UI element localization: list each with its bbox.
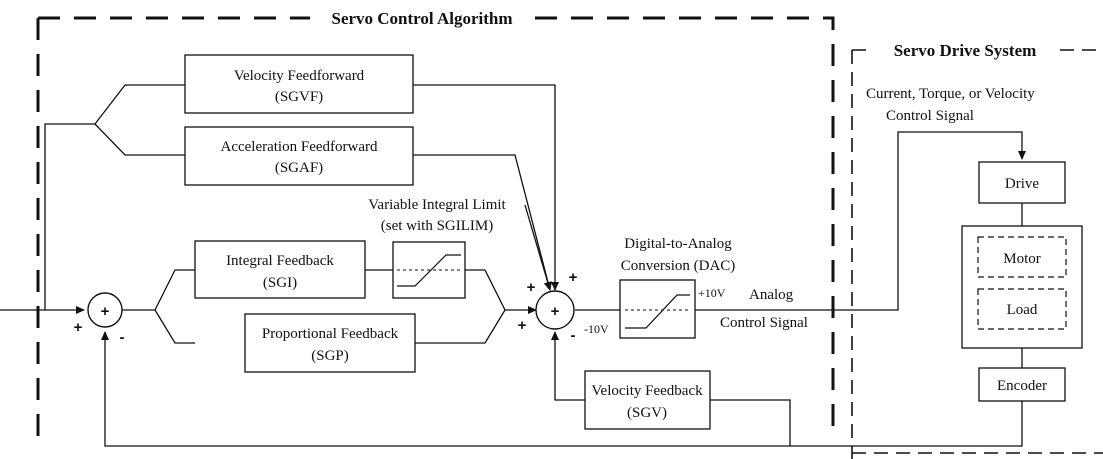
sum1-plus-sign: + [74, 319, 83, 336]
sum2-plus-sign-c: + [518, 317, 527, 334]
sum-symbol: + [551, 303, 560, 320]
encoder-block: Encoder [978, 367, 1066, 402]
control-signal-label: Control Signal [720, 315, 808, 331]
integral-feedback-block: Integral Feedback (SGI) [194, 240, 366, 299]
control-signal-note-line2: Control Signal [886, 108, 974, 124]
dac-label: Digital-to-Analog [624, 236, 732, 252]
sum2-minus-sign: - [571, 327, 576, 344]
variable-integral-limit-setting: (set with SGILIM) [381, 218, 494, 234]
sum2-plus-sign-a: + [527, 279, 536, 296]
servo-control-algorithm-title: Servo Control Algorithm [331, 9, 512, 28]
velocity-feedforward-block: Velocity Feedforward (SGVF) [184, 54, 414, 114]
velocity-feedback-code: (SGV) [627, 405, 667, 421]
load-label: Load [1007, 302, 1038, 318]
control-signal-note: Current, Torque, or Velocity [866, 86, 1035, 102]
sum2-plus-sign-b: + [569, 269, 578, 286]
drive-block: Drive [978, 161, 1066, 204]
dac-conversion-label: Conversion (DAC) [621, 258, 736, 274]
summing-junction-1: + [87, 292, 123, 328]
motor-load-housing: Motor Load [961, 225, 1083, 349]
variable-integral-limit: Variable Integral Limit (set with SGILIM… [368, 197, 507, 299]
servo-control-algorithm-frame: Servo Control Algorithm [36, 6, 835, 450]
velocity-feedback-label: Velocity Feedback [591, 383, 703, 399]
integral-feedback-code: (SGI) [263, 275, 297, 291]
acceleration-feedforward-code: (SGAF) [275, 160, 323, 176]
velocity-feedback-block: Velocity Feedback (SGV) [584, 370, 711, 430]
acceleration-feedforward-block: Acceleration Feedforward (SGAF) [184, 126, 414, 186]
velocity-feedforward-label: Velocity Feedforward [234, 68, 365, 84]
servo-drive-system-frame: Servo Drive System [851, 41, 1103, 459]
servo-drive-system-title: Servo Drive System [894, 41, 1037, 60]
sum1-minus-sign: - [120, 329, 125, 346]
proportional-feedback-code: (SGP) [311, 348, 349, 364]
integral-feedback-label: Integral Feedback [226, 253, 334, 269]
sum-symbol: + [101, 303, 110, 320]
acceleration-feedforward-label: Acceleration Feedforward [220, 139, 378, 155]
proportional-feedback-block: Proportional Feedback (SGP) [244, 313, 416, 373]
signal-wires [0, 84, 1026, 447]
dac-minus-10v: -10V [584, 322, 609, 336]
velocity-feedforward-code: (SGVF) [275, 89, 323, 105]
motor-label: Motor [1003, 251, 1041, 267]
drive-label: Drive [1005, 176, 1039, 192]
proportional-feedback-label: Proportional Feedback [262, 326, 399, 342]
summing-junction-2: + [535, 290, 575, 330]
dac-block: Digital-to-Analog Conversion (DAC) +10V … [584, 236, 736, 339]
analog-label: Analog [749, 287, 794, 303]
variable-integral-limit-label: Variable Integral Limit [368, 197, 506, 213]
encoder-label: Encoder [997, 378, 1047, 394]
dac-plus-10v: +10V [698, 286, 726, 300]
